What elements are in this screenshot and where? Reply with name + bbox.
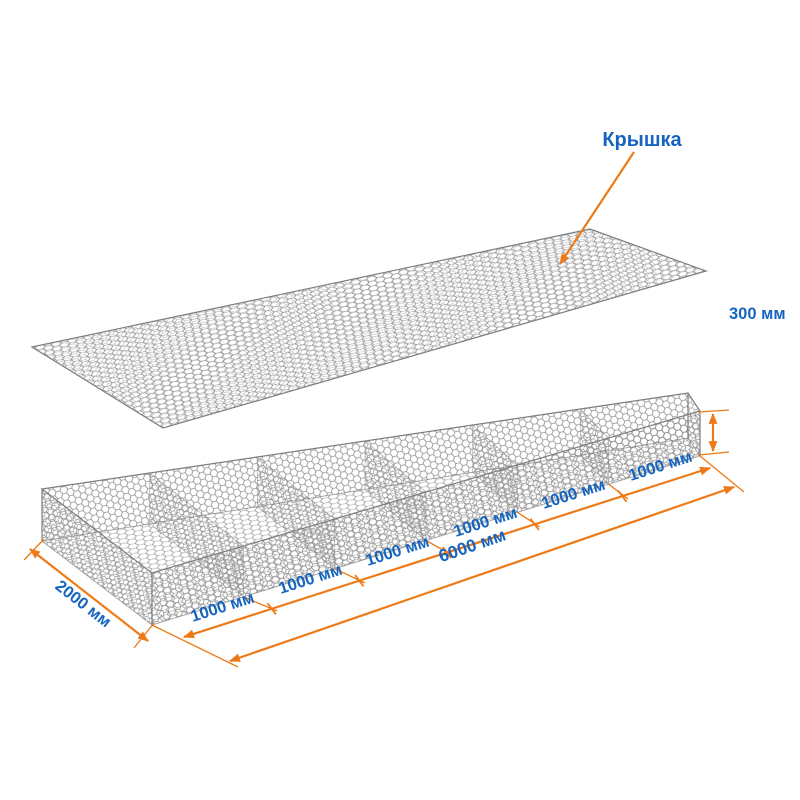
dimension-width-2000 xyxy=(23,538,155,649)
extension-line xyxy=(698,451,730,456)
gabion-box xyxy=(40,392,701,626)
lid-label: Крышка xyxy=(602,129,682,151)
dimension-line-6000 xyxy=(228,485,736,663)
extension-line xyxy=(151,624,239,668)
height-label: 300 мм xyxy=(729,305,786,323)
extension-line xyxy=(698,409,730,413)
dimension-height-300 xyxy=(698,409,730,456)
lid-mesh-panel-overlay xyxy=(32,229,706,428)
extension-line xyxy=(133,622,155,649)
dimensions xyxy=(23,151,745,668)
dimension-length-6000 xyxy=(228,485,736,663)
lid-outline xyxy=(30,228,708,429)
dimension-line-2000 xyxy=(29,548,149,642)
extension-line xyxy=(699,455,745,493)
lid-pointer-arrow xyxy=(559,151,635,265)
gabion-lid xyxy=(30,228,708,429)
